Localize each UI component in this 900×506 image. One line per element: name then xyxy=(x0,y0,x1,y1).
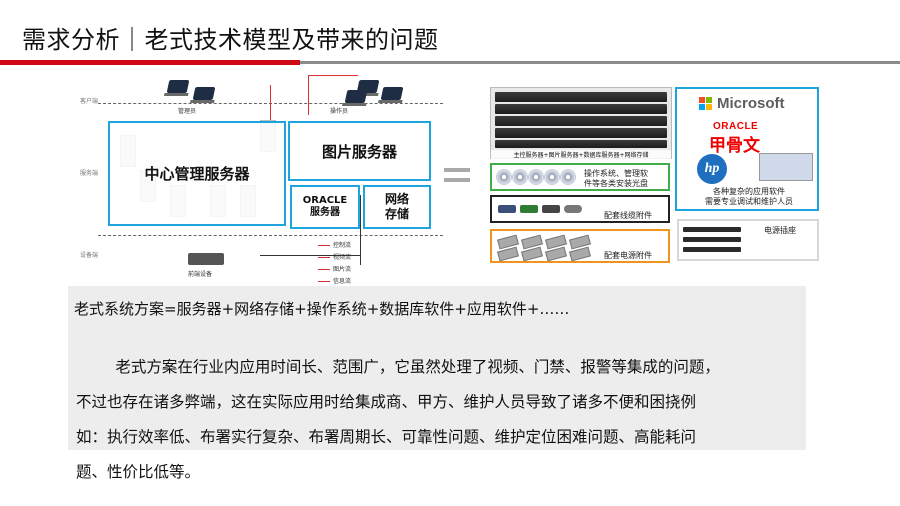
rack-unit xyxy=(495,116,667,126)
power-strip-box: 电源插座 xyxy=(677,219,819,261)
paragraph-line: 老式方案在行业内应用时间长、范围广，它虽然处理了视频、门禁、报警等集成的问题， xyxy=(76,358,720,376)
zone-divider xyxy=(98,235,443,236)
front-device-label: 前端设备 xyxy=(188,271,213,278)
software-box: Microsoft ORACLE 甲骨文 hp 各种复杂的应用软件 需要专业调试… xyxy=(675,87,819,211)
cable-icon xyxy=(564,205,582,213)
admin-label: 管理员 xyxy=(178,108,197,115)
laptop-icon xyxy=(380,87,404,100)
rack-unit xyxy=(495,92,667,102)
power-adapters-box: 配套电源附件 xyxy=(490,229,670,263)
power-strip-icon xyxy=(683,247,741,252)
disc-icon xyxy=(512,169,528,185)
rack-unit xyxy=(495,140,667,148)
disc-icon xyxy=(496,169,512,185)
hp-logo: hp xyxy=(697,154,727,184)
oracle-server-label-2: 服务器 xyxy=(310,207,340,218)
paragraph-line: 题、性价比低等。 xyxy=(76,463,201,481)
cables-box: 配套线缆附件 xyxy=(490,195,670,223)
connector-line xyxy=(308,75,358,76)
discs-caption: 操作系统、管理软 件等各类安装光盘 xyxy=(584,169,648,188)
legend-item: 控制流 xyxy=(318,240,351,249)
power-strip-icon xyxy=(683,227,741,232)
description-paragraph: 老式方案在行业内应用时间长、范围广，它虽然处理了视频、门禁、报警等集成的问题， … xyxy=(76,350,811,490)
cable-icon xyxy=(520,205,538,213)
center-server-label: 中心管理服务器 xyxy=(144,165,250,183)
image-server-label: 图片服务器 xyxy=(321,142,397,161)
rack-unit xyxy=(495,128,667,138)
zone-label-client: 客户端 xyxy=(80,98,99,105)
equals-icon xyxy=(444,168,470,182)
oracle-server-label: ORACLE xyxy=(302,195,348,206)
network-storage-label: 网络 xyxy=(384,192,409,206)
title-underline-gray xyxy=(300,61,900,64)
paragraph-line: 如：执行效率低、布署实行复杂、布署周期长、可靠性问题、维护定位困难问题、高能耗问 xyxy=(76,428,697,446)
power-caption: 配套电源附件 xyxy=(604,251,652,260)
microsoft-wordmark: Microsoft xyxy=(717,95,785,112)
power-strip-label: 电源插座 xyxy=(764,226,796,235)
disc-icon xyxy=(544,169,560,185)
oracle-server-box: ORACLE 服务器 xyxy=(290,185,360,229)
zone-label-service: 服务端 xyxy=(80,170,99,177)
legend-item: 信息流 xyxy=(318,276,351,285)
oracle-wordmark: ORACLE xyxy=(713,121,759,132)
description-panel xyxy=(68,286,806,450)
page-title: 需求分析｜老式技术模型及带来的问题 xyxy=(22,26,439,54)
zone-label-device: 设备端 xyxy=(80,252,99,259)
title-underline-red xyxy=(0,60,300,65)
laptop-icon xyxy=(344,90,368,103)
cables-caption: 配套线缆附件 xyxy=(604,211,652,220)
disc-icon xyxy=(528,169,544,185)
cable-icon xyxy=(498,205,516,213)
laptop-icon xyxy=(192,87,216,100)
power-strip-icon xyxy=(683,237,741,242)
camera-icon xyxy=(188,253,224,265)
paragraph-line: 不过也存在诸多弊端，这在实际应用时给集成商、甲方、维护人员导致了诸多不便和困挠例 xyxy=(76,393,697,411)
network-storage-box: 网络 存储 xyxy=(363,185,431,229)
formula-text: 老式系统方案=服务器+网络存储+操作系统+数据库软件+应用软件+…… xyxy=(74,300,570,318)
connector-line xyxy=(260,255,360,256)
microsoft-logo-icon xyxy=(699,97,713,111)
cable-icon xyxy=(542,205,560,213)
operator-label: 操作员 xyxy=(330,108,349,115)
connector-line xyxy=(360,195,361,265)
network-storage-label-2: 存储 xyxy=(384,207,409,221)
legend-item: 视频流 xyxy=(318,252,351,261)
center-server-box: 中心管理服务器 xyxy=(108,121,286,226)
connector-line xyxy=(270,85,271,145)
rack-unit xyxy=(495,104,667,114)
image-server-box: 图片服务器 xyxy=(288,121,431,181)
software-caption: 各种复杂的应用软件 需要专业调试和维护人员 xyxy=(705,187,793,206)
laptop-icon xyxy=(166,80,190,93)
legend-item: 图片流 xyxy=(318,264,351,273)
server-rack-image: 主控服务器+图片服务器+数据库服务器+网络存储 xyxy=(490,87,672,159)
software-screenshot xyxy=(759,153,813,181)
disc-icon xyxy=(560,169,576,185)
install-discs-box: 操作系统、管理软 件等各类安装光盘 xyxy=(490,163,670,191)
oracle-cn-wordmark: 甲骨文 xyxy=(709,136,760,156)
rack-caption: 主控服务器+图片服务器+数据库服务器+网络存储 xyxy=(491,150,671,159)
architecture-diagram: 客户端 服务端 设备端 管理员 操作员 中心管理服务器 图片服务器 ORACLE… xyxy=(60,75,445,285)
connector-line xyxy=(308,75,309,115)
